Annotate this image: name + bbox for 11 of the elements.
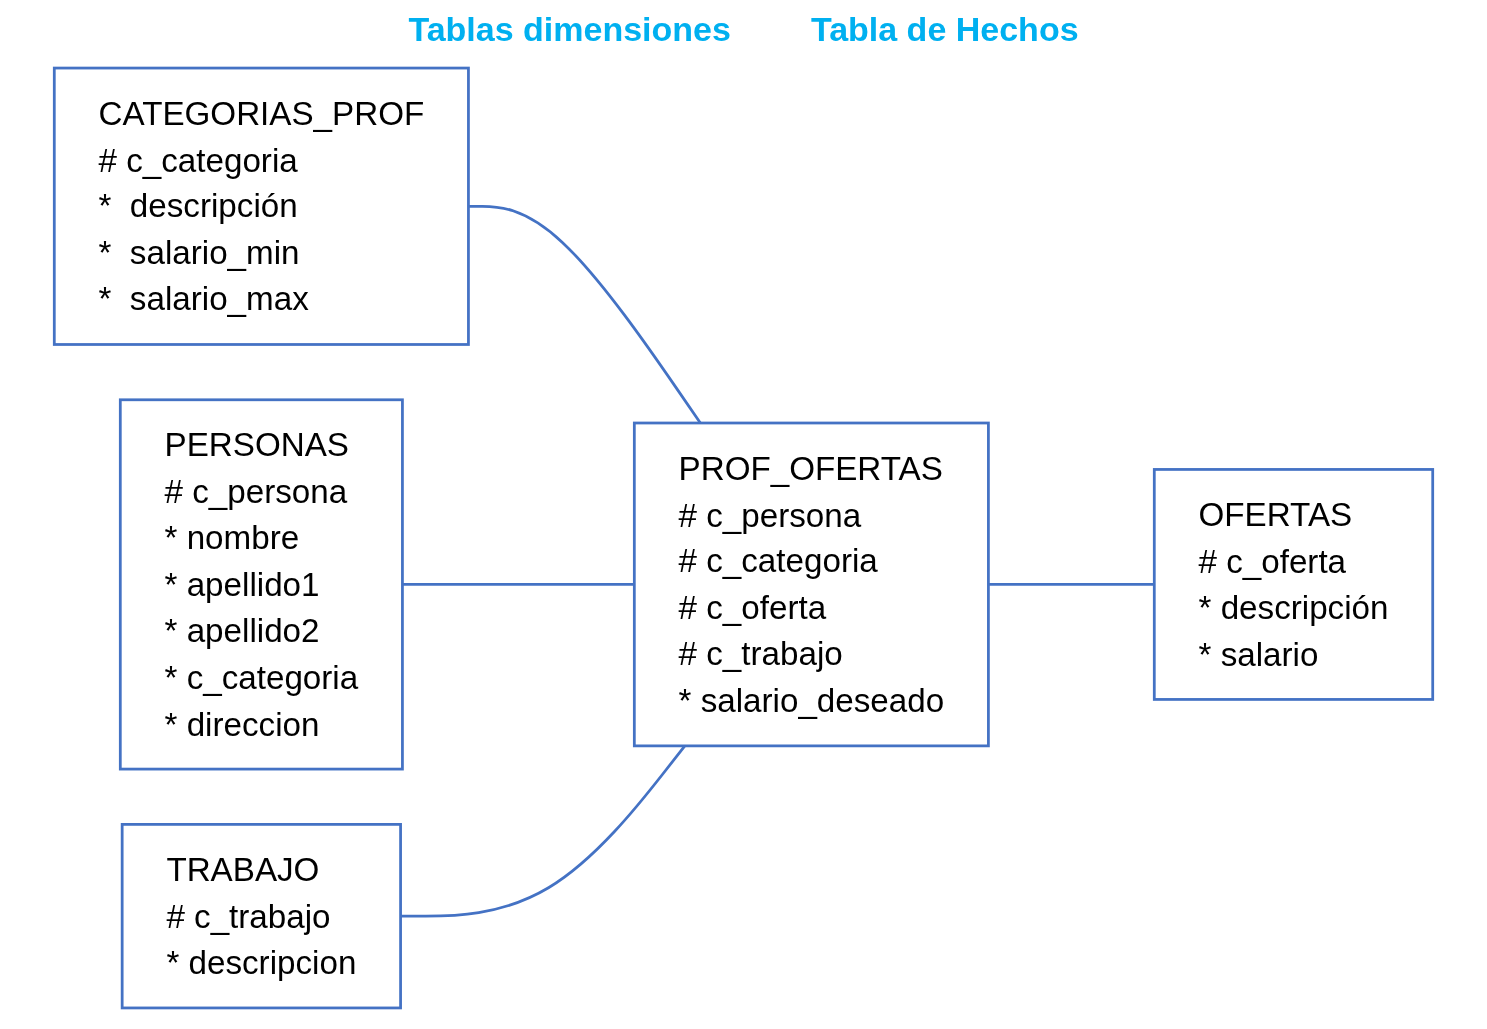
node-box: PERSONAS # c_persona * nombre * apellido1 * apellido2 * c_categoria * direccion xyxy=(118,398,404,771)
section-label: Tablas dimensiones xyxy=(408,10,731,49)
node-box: PROF_OFERTAS # c_persona # c_categoria # c_oferta # c_trabajo * salario_deseado xyxy=(632,421,990,748)
section-label: Tabla de Hechos xyxy=(810,10,1079,49)
connector xyxy=(988,583,1155,586)
node-box: OFERTAS # c_oferta * descripción * salario xyxy=(1152,468,1435,701)
node-box: CATEGORIAS_PROF # c_categoria * descripción * salario_min * salario_max xyxy=(52,66,470,346)
connector xyxy=(400,745,686,918)
connector xyxy=(468,204,702,424)
connector xyxy=(402,583,635,586)
node-box: TRABAJO # c_trabajo * descripcion xyxy=(120,823,402,1010)
